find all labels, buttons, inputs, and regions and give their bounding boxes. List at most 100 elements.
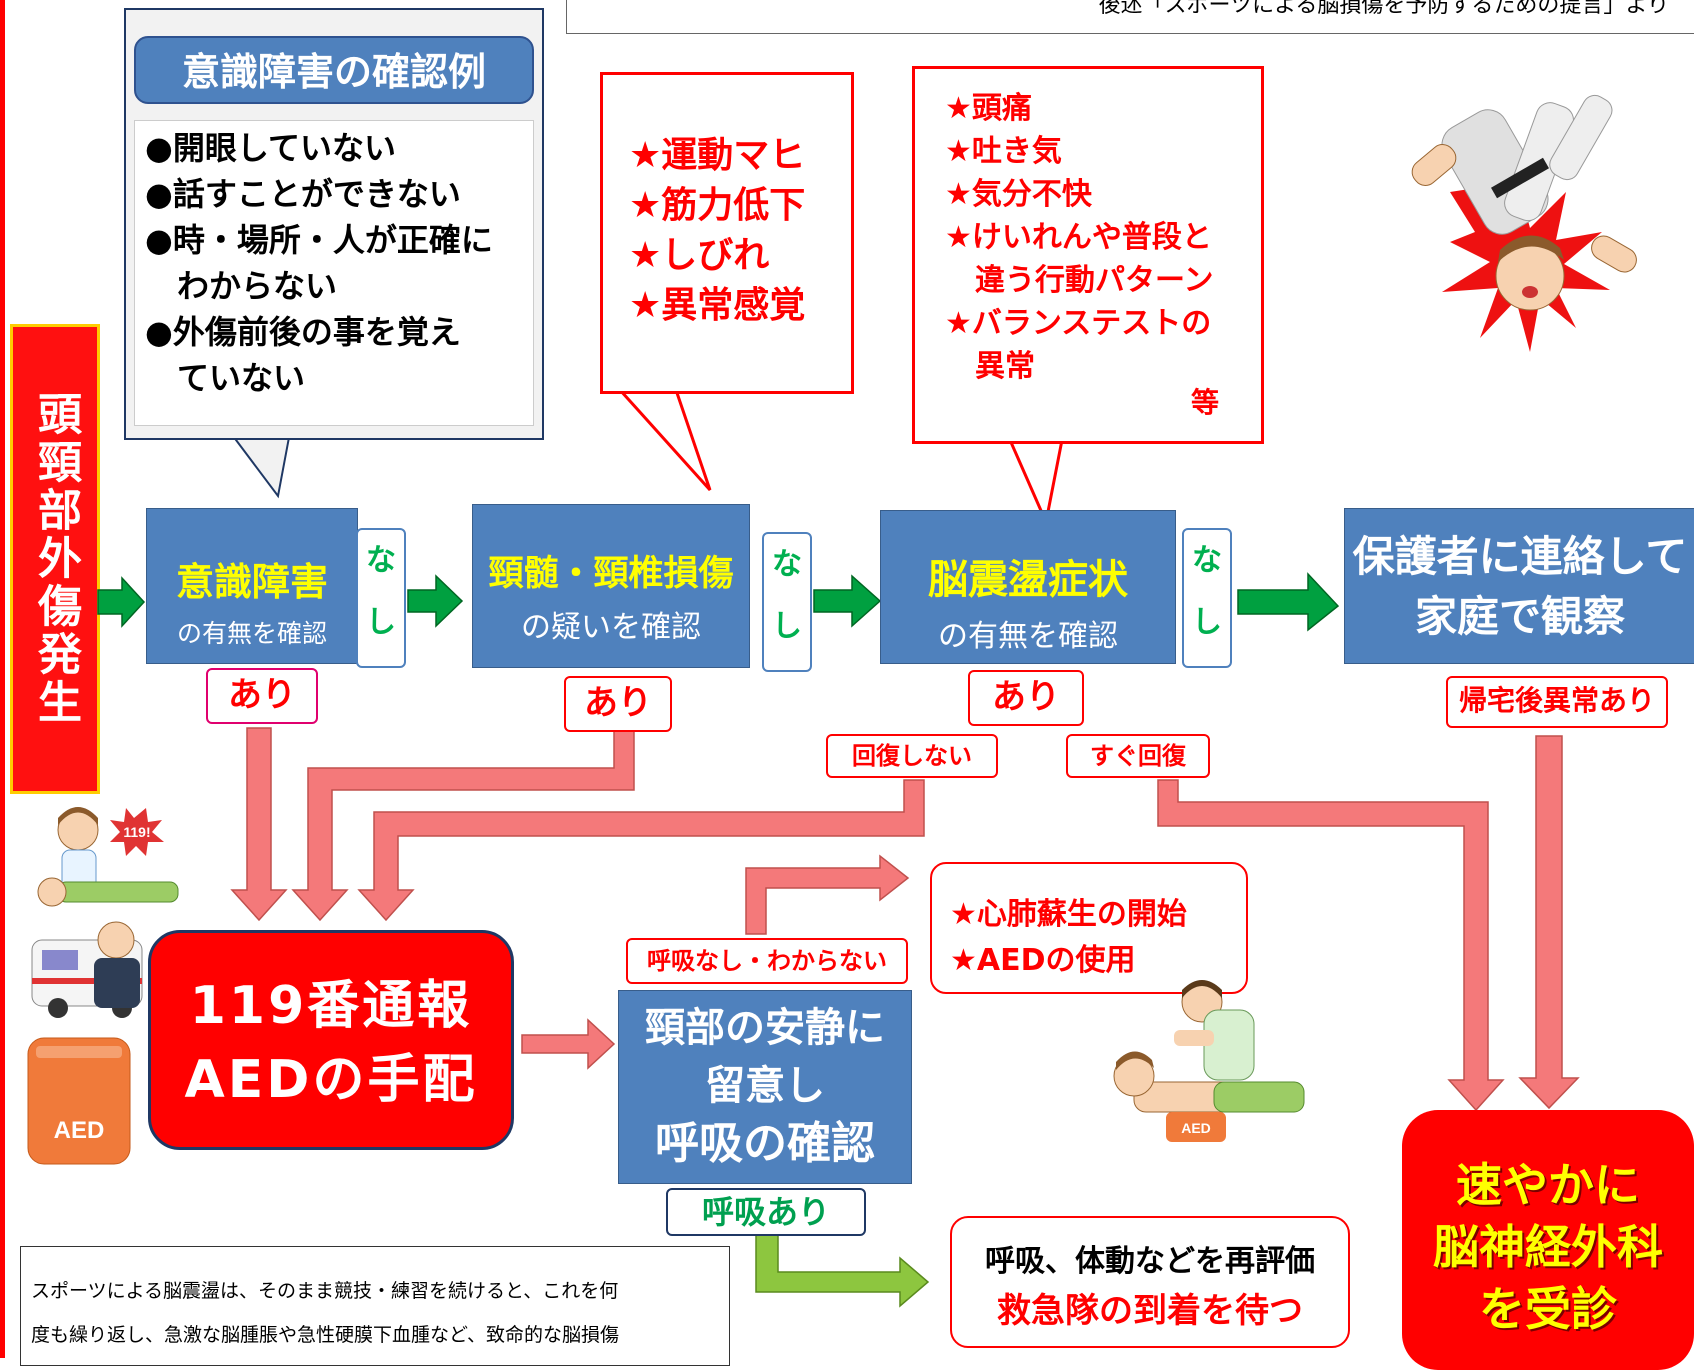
ari-label-3: あり bbox=[968, 670, 1084, 726]
green-arrows bbox=[97, 572, 1340, 632]
step-subtitle: の有無を確認 bbox=[176, 619, 327, 648]
list-item: ★けいれんや普段と bbox=[945, 220, 1212, 255]
consciousness-callout: 意識障害の確認例 ●開眼していない ●話すことができない ●時・場所・人が正確に… bbox=[124, 8, 544, 440]
aed-small-icon bbox=[1166, 1112, 1226, 1142]
list-item: ★心肺蘇生の開始 bbox=[950, 897, 1187, 932]
neurosurgery-line: 脳神経外科 bbox=[1433, 1220, 1663, 1274]
nashi-top: な bbox=[366, 543, 396, 578]
step-title: 意識障害 bbox=[175, 560, 328, 604]
breathing-line: 留意し bbox=[705, 1063, 825, 1109]
list-item: ●開眼していない bbox=[145, 129, 396, 167]
arrow-quick-recovery-route bbox=[1157, 779, 1505, 1112]
list-item: ★筋力低下 bbox=[629, 185, 806, 226]
nashi-label-2: な し bbox=[762, 532, 812, 672]
arrow-start-to-step1 bbox=[97, 576, 146, 628]
list-item: ●時・場所・人が正確に bbox=[145, 221, 493, 259]
arrow-home-abnormal-down bbox=[1518, 735, 1580, 1110]
list-item: ていない bbox=[145, 359, 306, 397]
arrow-step1-to-step2 bbox=[407, 574, 464, 628]
concussion-symptoms-callout: ★頭痛 ★吐き気 ★気分不快 ★けいれんや普段と 違う行動パターン ★バランステ… bbox=[912, 66, 1264, 444]
neurosurgery-line: を受診 bbox=[1479, 1282, 1617, 1336]
arrow-ari1-down bbox=[230, 727, 288, 922]
list-item: わからない bbox=[145, 267, 338, 305]
list-item: ●外傷前後の事を覚え bbox=[145, 313, 461, 351]
list-item: ★異常感覚 bbox=[629, 285, 806, 326]
emergency-illustrations: 119! AED bbox=[27, 807, 179, 1165]
no-recovery-label: 回復しない bbox=[826, 734, 998, 778]
reevaluate-line: 救急隊の到着を待つ bbox=[997, 1291, 1303, 1331]
ari-label-2: あり bbox=[564, 676, 672, 732]
neurosurgery-line: 速やかに bbox=[1456, 1158, 1640, 1212]
nashi-label-3: な し bbox=[1182, 528, 1232, 668]
list-item: ★しびれ bbox=[629, 235, 770, 276]
step-concussion-check: 脳震盪症状 の有無を確認 bbox=[880, 510, 1176, 664]
arrow-119-to-breathing bbox=[521, 1018, 616, 1070]
side-title: 頭頸部外傷発生 bbox=[10, 324, 100, 794]
arrow-breathing-yes bbox=[755, 1209, 930, 1308]
step-title: 脳震盪症状 bbox=[928, 557, 1128, 603]
cpr-callout: ★心肺蘇生の開始 ★AEDの使用 bbox=[930, 862, 1248, 994]
arrow-step2-to-step3 bbox=[813, 574, 882, 628]
cpr-illustration: AED bbox=[1113, 980, 1305, 1142]
nashi-top: な bbox=[1192, 543, 1222, 578]
step-line: 家庭で観察 bbox=[1414, 592, 1625, 641]
breathing-line: 呼吸の確認 bbox=[655, 1118, 875, 1169]
call-119-line: 119番通報 bbox=[189, 976, 473, 1036]
breathing-line: 頸部の安静に bbox=[645, 1005, 885, 1051]
nashi-bottom: し bbox=[366, 605, 396, 640]
aed-icon bbox=[27, 1037, 131, 1165]
reevaluate-box: 呼吸、体動などを再評価 救急隊の到着を待つ bbox=[950, 1216, 1350, 1348]
list-item: ★頭痛 bbox=[945, 91, 1032, 126]
breathing-yes-label: 呼吸あり bbox=[666, 1188, 866, 1236]
reference-note: 後述「スポーツによる脳損傷を予防するための提言」より bbox=[566, 0, 1694, 34]
step-consciousness-check: 意識障害 の有無を確認 bbox=[146, 508, 358, 664]
left-edge-bar bbox=[0, 0, 5, 1358]
nashi-bottom: し bbox=[772, 609, 802, 644]
injured-athlete-illustration bbox=[1411, 94, 1637, 352]
step-home-observation: 保護者に連絡して 家庭で観察 bbox=[1344, 508, 1694, 664]
list-item: ★バランステストの bbox=[945, 306, 1212, 341]
home-abnormal-label: 帰宅後異常あり bbox=[1446, 676, 1668, 728]
pink-arrows bbox=[230, 701, 1580, 1112]
quick-recovery-label: すぐ回復 bbox=[1066, 734, 1210, 778]
step-subtitle: の疑いを確認 bbox=[521, 610, 701, 645]
step-subtitle: の有無を確認 bbox=[938, 619, 1118, 654]
bubble-text: 119! bbox=[123, 824, 150, 840]
arrow-to-cpr bbox=[745, 854, 910, 935]
step-line: 保護者に連絡して bbox=[1352, 532, 1688, 581]
speech-bubble-icon bbox=[110, 808, 164, 856]
list-item: ★運動マヒ bbox=[629, 135, 806, 176]
concussion-warning-note: スポーツによる脳震盪は、そのまま競技・練習を続けると、これを何 度も繰り返し、急… bbox=[20, 1246, 730, 1366]
arrow-step3-to-step4 bbox=[1237, 572, 1340, 632]
consciousness-examples-list: ●開眼していない ●話すことができない ●時・場所・人が正確に わからない ●外… bbox=[134, 120, 534, 426]
breathing-check-box: 頸部の安静に 留意し 呼吸の確認 bbox=[618, 990, 912, 1184]
reevaluate-line: 呼吸、体動などを再評価 bbox=[985, 1244, 1315, 1279]
etc-label: 等 bbox=[1191, 386, 1220, 419]
callout-pointer-consciousness bbox=[228, 431, 292, 499]
nashi-bottom: し bbox=[1192, 605, 1222, 640]
arrow-ari2-route bbox=[291, 701, 635, 922]
note-line: 度も繰り返し、急激な脳腫脹や急性硬膜下血腫など、致命的な脳損傷 bbox=[31, 1324, 620, 1346]
neurosurgery-box: 速やかに 脳神経外科 を受診 bbox=[1402, 1110, 1694, 1370]
list-item: 違う行動パターン bbox=[945, 263, 1214, 298]
note-line: スポーツによる脳震盪は、そのまま競技・練習を続けると、これを何 bbox=[31, 1280, 619, 1302]
ari-label-1: あり bbox=[206, 668, 318, 724]
step-title: 頸髄・頸椎損傷 bbox=[488, 554, 734, 594]
list-item: ★気分不快 bbox=[945, 177, 1092, 212]
aed-small-text: AED bbox=[1181, 1120, 1211, 1136]
consciousness-examples-title: 意識障害の確認例 bbox=[134, 36, 534, 104]
spinal-symptoms-callout: ★運動マヒ ★筋力低下 ★しびれ ★異常感覚 bbox=[600, 72, 854, 394]
list-item: ★吐き気 bbox=[945, 134, 1062, 169]
nashi-top: な bbox=[772, 547, 802, 582]
call-119-box: 119番通報 AEDの手配 bbox=[148, 930, 514, 1150]
call-119-line: AEDの手配 bbox=[184, 1050, 478, 1110]
list-item: ●話すことができない bbox=[145, 175, 461, 213]
step-spinal-check: 頸髄・頸椎損傷 の疑いを確認 bbox=[472, 504, 750, 668]
list-item: 異常 bbox=[945, 349, 1035, 384]
callout-pointer-spinal bbox=[616, 388, 712, 492]
no-breathing-label: 呼吸なし・わからない bbox=[626, 938, 908, 984]
nashi-label-1: な し bbox=[356, 528, 406, 668]
list-item: ★AEDの使用 bbox=[950, 943, 1136, 978]
aed-text: AED bbox=[54, 1117, 105, 1144]
